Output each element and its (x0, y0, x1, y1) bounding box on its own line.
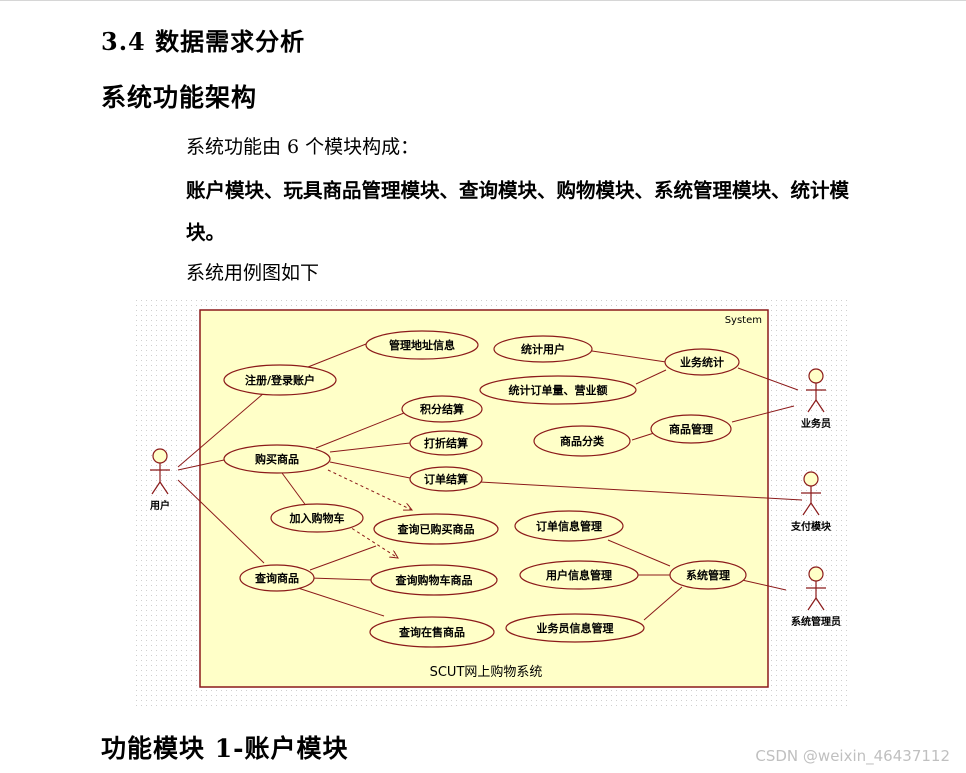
actor-payment-label: 支付模块 (790, 520, 832, 533)
actor-clerk-label: 业务员 (801, 417, 831, 430)
modules-paragraph-end: 块。 (186, 221, 226, 244)
svg-text:注册/登录账户: 注册/登录账户 (245, 373, 315, 387)
association-lines (177, 343, 803, 621)
svg-text:查询购物车商品: 查询购物车商品 (396, 573, 473, 587)
use-case-query-cart: 查询购物车商品 (370, 564, 498, 596)
actor-payment (801, 471, 821, 516)
next-section-heading: 功能模块 1-账户模块 (101, 734, 349, 763)
use-case-order-info-manage: 订单信息管理 (514, 510, 624, 542)
svg-text:加入购物车: 加入购物车 (289, 511, 345, 525)
svg-text:业务员信息管理: 业务员信息管理 (537, 621, 614, 635)
svg-text:管理地址信息: 管理地址信息 (389, 338, 455, 352)
modules-paragraph: 账户模块、玩具商品管理模块、查询模块、购物模块、系统管理模块、统计模 (186, 179, 850, 202)
use-case-system-manage: 系统管理 (669, 560, 747, 590)
use-cases: 管理地址信息 注册/登录账户 积分结算 打折结算 购买商品 订单结算 加入购物车 (223, 330, 747, 648)
csdn-watermark: CSDN @weixin_46437112 (755, 747, 950, 765)
actor-clerk (806, 368, 826, 413)
svg-text:打折结算: 打折结算 (424, 436, 468, 450)
dependency-arrows (327, 469, 412, 558)
use-case-stat-orders: 统计订单量、营业额 (479, 375, 637, 405)
use-case-query-goods: 查询商品 (239, 564, 315, 592)
svg-text:业务统计: 业务统计 (680, 355, 724, 369)
actor-admin-label: 系统管理员 (791, 615, 841, 628)
svg-text:查询商品: 查询商品 (255, 571, 299, 585)
figure-caption-text: 系统用例图如下 (186, 262, 320, 284)
intro-paragraph: 系统功能由 6 个模块构成： (186, 136, 420, 158)
svg-text:用户信息管理: 用户信息管理 (546, 568, 612, 582)
svg-text:统计订单量、营业额: 统计订单量、营业额 (509, 383, 608, 397)
svg-text:订单信息管理: 订单信息管理 (536, 519, 602, 533)
use-case-points-checkout: 积分结算 (401, 395, 483, 423)
use-case-query-bought: 查询已购买商品 (373, 513, 499, 545)
use-case-goods-manage: 商品管理 (650, 414, 732, 444)
use-case-register-login: 注册/登录账户 (223, 364, 337, 396)
actor-user-label: 用户 (149, 499, 170, 512)
use-case-goods-category: 商品分类 (533, 425, 631, 457)
use-case-stat-users: 统计用户 (493, 335, 593, 363)
use-case-query-onsale: 查询在售商品 (369, 616, 495, 648)
svg-text:商品分类: 商品分类 (560, 434, 605, 448)
svg-text:订单结算: 订单结算 (424, 472, 468, 486)
actor-admin (806, 566, 826, 611)
use-case-manage-address: 管理地址信息 (365, 330, 479, 360)
svg-text:购买商品: 购买商品 (255, 452, 299, 466)
use-case-business-stats: 业务统计 (664, 348, 740, 376)
svg-text:积分结算: 积分结算 (420, 402, 464, 416)
actor-user (150, 448, 170, 495)
system-name: SCUT网上购物系统 (430, 664, 543, 680)
use-case-clerk-info-manage: 业务员信息管理 (505, 613, 645, 643)
use-case-discount-checkout: 打折结算 (409, 430, 483, 456)
svg-text:查询在售商品: 查询在售商品 (399, 625, 465, 639)
svg-text:查询已购买商品: 查询已购买商品 (398, 522, 475, 536)
section-heading: 3.4 数据需求分析 (101, 27, 306, 56)
use-case-buy-goods: 购买商品 (223, 444, 331, 474)
use-case-order-checkout: 订单结算 (409, 466, 483, 492)
svg-text:统计用户: 统计用户 (521, 342, 565, 356)
svg-text:系统管理: 系统管理 (686, 568, 730, 582)
use-case-add-cart: 加入购物车 (270, 503, 364, 533)
use-case-diagram: System SCUT网上购物系统 管理地址信息 (136, 300, 850, 708)
subheading: 系统功能架构 (101, 83, 258, 112)
use-case-user-info-manage: 用户信息管理 (519, 560, 639, 590)
page-top-border (0, 0, 966, 1)
system-label: System (725, 315, 762, 326)
svg-text:商品管理: 商品管理 (669, 422, 713, 436)
